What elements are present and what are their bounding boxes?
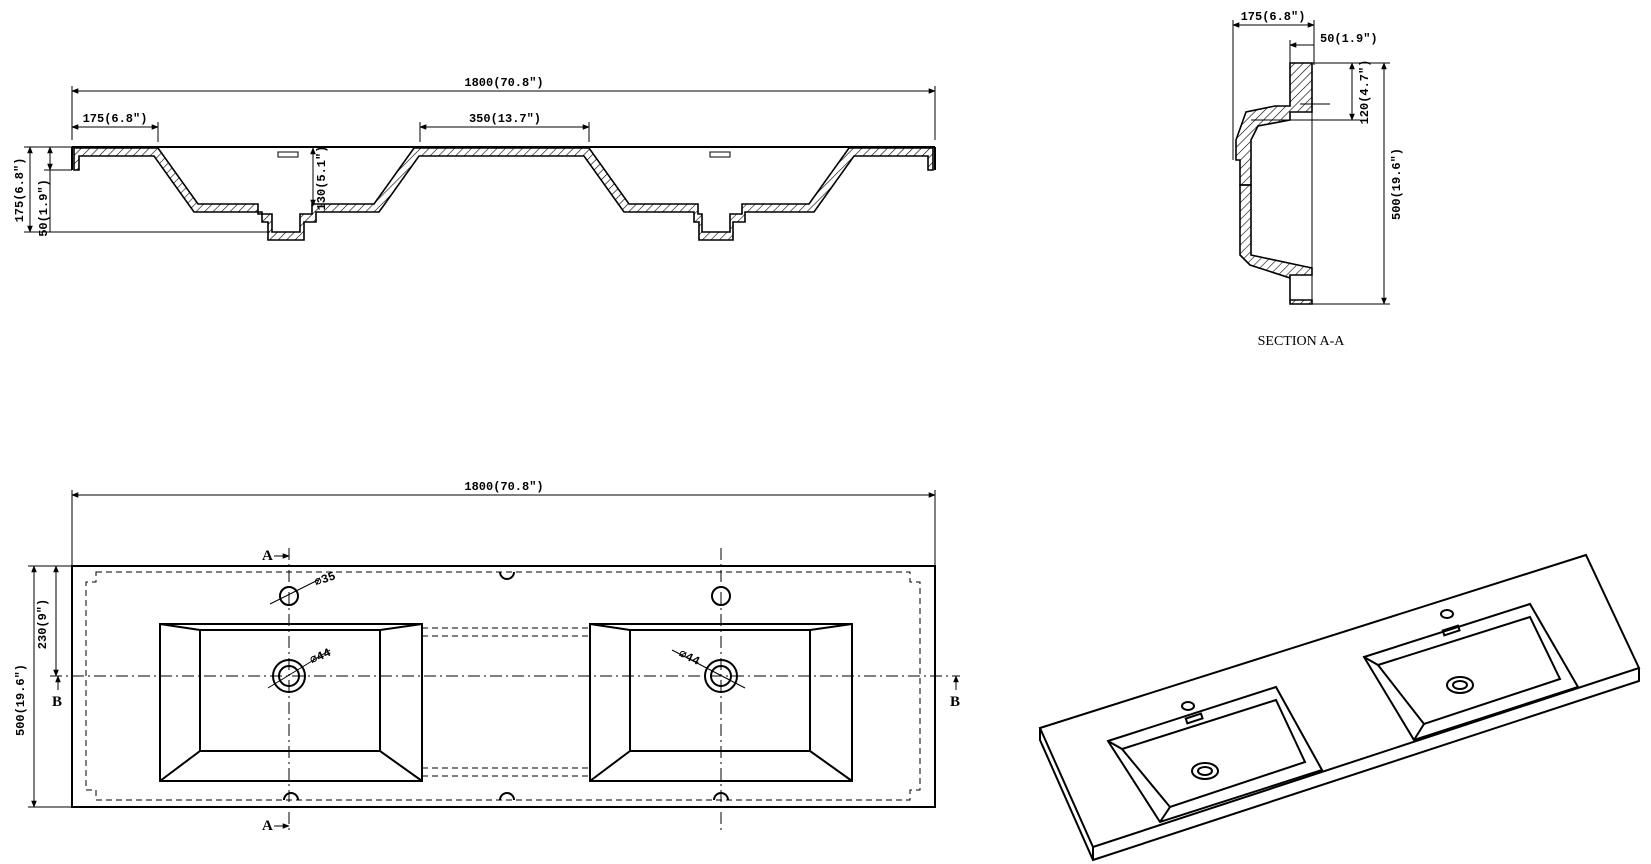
tap-hole-label: ⌀35 xyxy=(313,569,338,590)
basin-left xyxy=(159,623,423,782)
total-height-label: 175(6.8") xyxy=(13,158,27,223)
section-drain-offset-label: 120(4.7") xyxy=(1358,60,1372,125)
section-top-height-label: 175(6.8") xyxy=(1241,10,1306,24)
top-thickness-label: 50(1.9") xyxy=(37,179,51,237)
section-marker-b-right: B xyxy=(950,694,960,710)
section-marker-b-left: B xyxy=(52,694,62,710)
section-marker-a-top: A xyxy=(262,548,273,564)
edge-width-label: 175(6.8") xyxy=(83,112,148,126)
section-a-a-view: 175(6.8") 50(1.9") 120(4.7") 500(19.6") … xyxy=(1232,10,1404,349)
section-depth-label: 500(19.6") xyxy=(1390,148,1404,220)
isometric-view xyxy=(1038,553,1641,862)
overflow-slot-right xyxy=(709,151,731,158)
overflow-slot-left xyxy=(277,151,299,158)
section-marker-a-bottom: A xyxy=(262,818,273,834)
plan-outline xyxy=(71,565,936,808)
section-title: SECTION A-A xyxy=(1258,334,1346,349)
front-profile-hatch xyxy=(73,147,934,241)
plan-view: 1800(70.8") ⌀44 ⌀44 ⌀35 xyxy=(14,480,960,834)
section-lip-label: 50(1.9") xyxy=(1320,32,1378,46)
overall-width-label: 1800(70.8") xyxy=(464,76,543,90)
center-width-label: 350(13.7") xyxy=(469,112,541,126)
plan-depth-label: 500(19.6") xyxy=(14,664,28,736)
bowl-depth-label: 130(5.1") xyxy=(315,146,329,211)
drain-right-label: ⌀44 xyxy=(676,647,702,669)
drain-left-label: ⌀44 xyxy=(308,646,334,668)
plan-center-line-label: 230(9") xyxy=(36,599,50,649)
front-section-view: 1800(70.8") 175(6.8") 350(13.7") 130(5.1… xyxy=(13,76,936,241)
section-profile-hatch xyxy=(1235,62,1313,186)
plan-overall-width-label: 1800(70.8") xyxy=(464,480,543,494)
